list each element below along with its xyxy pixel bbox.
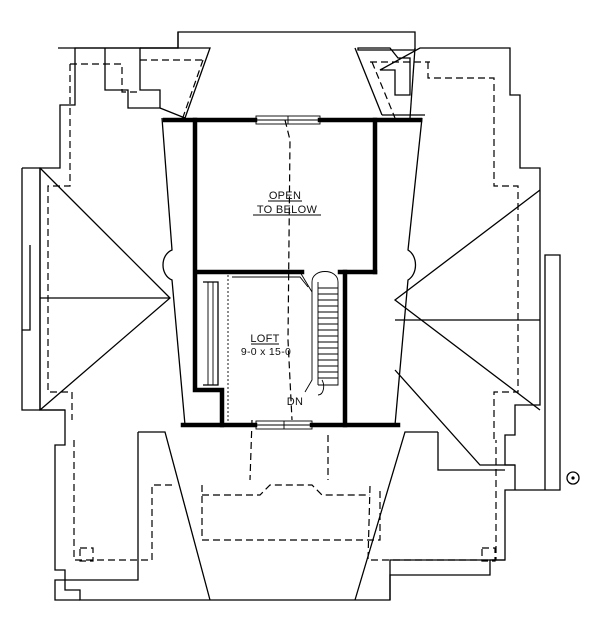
railing <box>227 271 313 425</box>
open-label-line2: TO BELOW <box>257 204 318 216</box>
room-label-open-to-below: OPEN TO BELOW <box>253 190 321 216</box>
loft-walls <box>162 117 423 428</box>
loft-label: LOFT <box>250 333 279 345</box>
room-label-loft: LOFT 9-0 x 15-0 <box>241 333 291 358</box>
stair-down-label: DN <box>287 396 304 408</box>
open-label-line1: OPEN <box>269 190 301 202</box>
built-in-shelves <box>203 281 219 386</box>
windows <box>255 115 321 430</box>
roof-outline <box>39 31 561 601</box>
knee-walls <box>161 117 423 426</box>
roof-planes <box>21 32 541 601</box>
hidden-lines <box>47 59 519 562</box>
cross-section-marker-icon <box>566 471 580 485</box>
stair <box>304 271 339 396</box>
loft-dimensions: 9-0 x 15-0 <box>241 346 291 358</box>
